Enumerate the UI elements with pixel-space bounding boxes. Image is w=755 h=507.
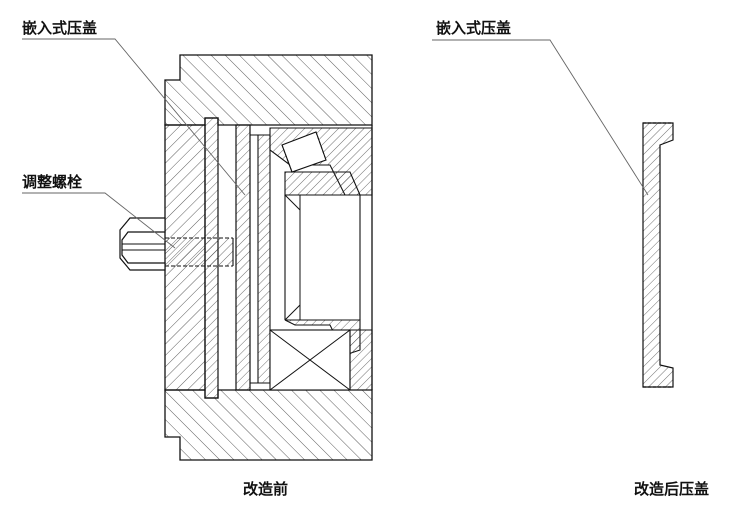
roller-top bbox=[281, 131, 327, 173]
leader-bolt bbox=[22, 192, 176, 249]
cover-plate bbox=[235, 124, 251, 391]
leader-gland-left bbox=[22, 38, 246, 196]
callout-embedded-gland-left: 嵌入式压盖 bbox=[22, 19, 97, 37]
before-assembly bbox=[22, 38, 373, 461]
roller-bottom bbox=[269, 329, 351, 391]
leader-gland-right bbox=[432, 39, 649, 196]
adjusting-bolt bbox=[119, 217, 234, 271]
caption-after: 改造后压盖 bbox=[634, 480, 709, 498]
callout-embedded-gland-right: 嵌入式压盖 bbox=[436, 19, 511, 37]
after-gland bbox=[432, 39, 674, 388]
housing-bottom bbox=[164, 389, 373, 461]
housing-top bbox=[164, 54, 373, 126]
caption-before: 改造前 bbox=[243, 480, 288, 498]
callout-adjusting-bolt: 调整螺栓 bbox=[22, 173, 82, 191]
